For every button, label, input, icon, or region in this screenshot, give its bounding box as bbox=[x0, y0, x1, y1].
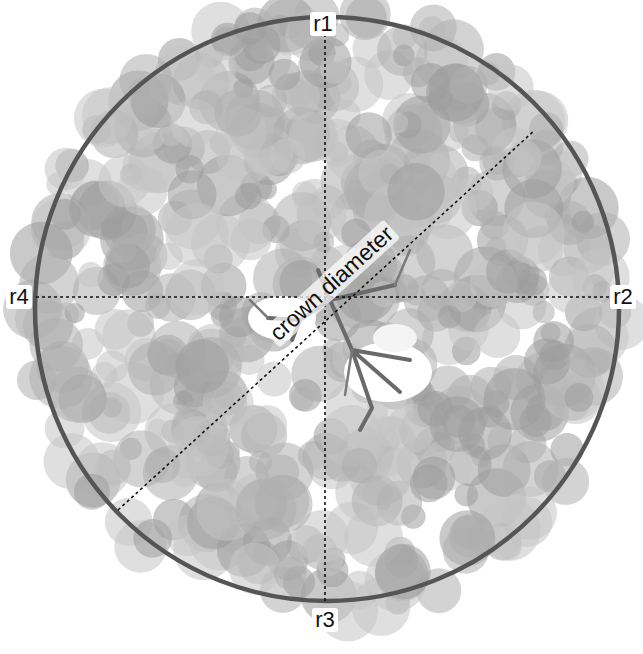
foliage-cluster bbox=[101, 397, 122, 418]
foliage-cluster bbox=[405, 284, 426, 305]
radius-label: r2 bbox=[610, 285, 636, 309]
foliage-cluster bbox=[111, 238, 136, 263]
foliage-cluster bbox=[95, 309, 136, 350]
foliage-cluster bbox=[236, 479, 297, 540]
foliage-cluster bbox=[294, 179, 335, 220]
foliage-cluster bbox=[175, 339, 229, 393]
foliage-cluster bbox=[165, 203, 228, 266]
foliage-cluster bbox=[247, 405, 287, 445]
foliage-cluster bbox=[502, 202, 565, 265]
foliage-cluster bbox=[235, 183, 262, 210]
foliage-cluster bbox=[438, 305, 461, 328]
foliage-cluster bbox=[169, 259, 224, 314]
foliage-cluster bbox=[98, 155, 150, 207]
foliage-cluster bbox=[230, 219, 271, 260]
foliage-cluster bbox=[417, 391, 453, 427]
foliage-cluster bbox=[145, 448, 180, 483]
canopy-gap bbox=[373, 324, 417, 352]
foliage-cluster bbox=[289, 379, 322, 412]
radius-lines bbox=[36, 16, 616, 603]
foliage-cluster bbox=[290, 387, 314, 411]
foliage-cluster bbox=[565, 383, 594, 412]
foliage-cluster bbox=[148, 418, 168, 438]
radius-label: r4 bbox=[6, 285, 32, 309]
foliage-cluster bbox=[215, 89, 263, 137]
tree-foliage bbox=[3, 0, 643, 642]
foliage-cluster bbox=[101, 218, 121, 238]
foliage-cluster bbox=[518, 266, 547, 295]
foliage-cluster bbox=[533, 301, 555, 323]
foliage-cluster bbox=[49, 367, 105, 423]
foliage-cluster bbox=[572, 211, 594, 233]
foliage-cluster bbox=[547, 267, 594, 314]
foliage-cluster bbox=[474, 312, 520, 358]
foliage-cluster bbox=[483, 368, 545, 430]
foliage-cluster bbox=[274, 557, 307, 590]
foliage-cluster bbox=[462, 134, 489, 161]
foliage-cluster bbox=[450, 66, 488, 104]
foliage-cluster bbox=[533, 321, 574, 362]
foliage-cluster bbox=[170, 99, 219, 148]
foliage-cluster bbox=[314, 232, 335, 253]
branch bbox=[268, 270, 410, 430]
crown-outline-circle bbox=[35, 17, 619, 601]
foliage-cluster bbox=[387, 163, 444, 220]
foliage-cluster bbox=[78, 262, 103, 287]
radius-label: r3 bbox=[312, 608, 338, 632]
foliage-cluster bbox=[412, 457, 455, 500]
foliage-cluster bbox=[503, 486, 557, 540]
radius-label: r1 bbox=[310, 12, 336, 36]
foliage-cluster bbox=[197, 51, 236, 90]
radius-line-vertical bbox=[324, 16, 326, 603]
diameter-line bbox=[118, 130, 535, 510]
foliage-cluster bbox=[342, 448, 377, 483]
foliage-cluster bbox=[505, 140, 541, 176]
foliage-cluster bbox=[96, 350, 129, 383]
